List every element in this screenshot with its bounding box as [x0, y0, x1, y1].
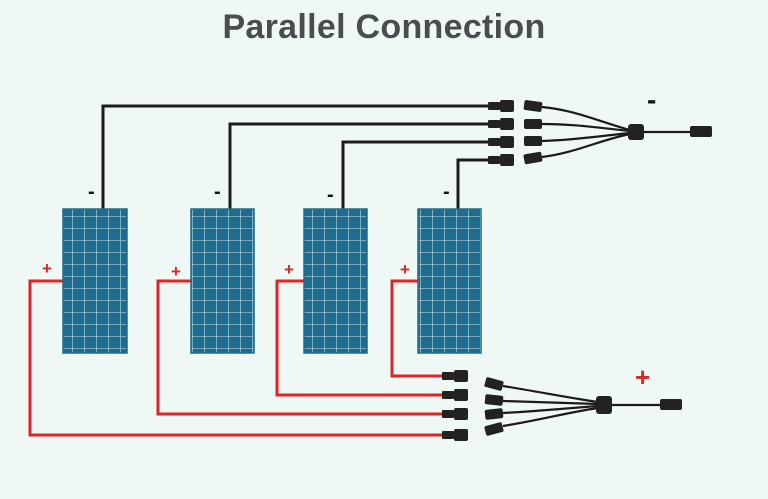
solar-panel-3 — [303, 208, 368, 354]
negative-wire-panel-3 — [341, 140, 492, 209]
positive-branch-ends — [484, 377, 504, 436]
negative-wires — [101, 104, 492, 209]
panel-3-minus-label: - — [327, 184, 334, 206]
negative-wire-panel-2 — [228, 122, 492, 209]
positive-wires — [28, 279, 446, 437]
negative-output-plug — [690, 126, 712, 137]
panel-2-plus-label: + — [171, 262, 181, 281]
positive-junction-hub — [596, 396, 612, 414]
positive-wire-panel-4 — [390, 279, 446, 378]
positive-inline-plugs — [442, 370, 468, 441]
panel-4-plus-label: + — [400, 260, 410, 279]
panel-4-minus-label: - — [443, 181, 450, 203]
positive-wire-panel-3 — [275, 279, 446, 397]
negative-wire-panel-1 — [101, 104, 492, 209]
positive-wire-panel-1 — [28, 279, 446, 437]
positive-branch-label: + — [635, 362, 650, 392]
page-title: Parallel Connection — [222, 8, 546, 46]
negative-branch-connector: - — [488, 84, 712, 166]
solar-panels — [62, 208, 482, 354]
negative-wire-panel-4 — [456, 158, 492, 209]
solar-panel-4 — [417, 208, 482, 354]
positive-wire-panel-2 — [156, 279, 446, 416]
positive-output-plug — [660, 399, 682, 410]
negative-branch-label: - — [647, 84, 656, 115]
negative-junction-hub — [628, 124, 644, 140]
panel-labels: - - - - + + + + — [42, 181, 450, 281]
panel-3-plus-label: + — [284, 260, 294, 279]
negative-branch-ends — [523, 100, 543, 165]
positive-branch-connector: + — [442, 362, 682, 441]
solar-panel-2 — [190, 208, 255, 354]
negative-inline-plugs — [488, 100, 514, 166]
panel-1-minus-label: - — [88, 181, 95, 203]
solar-panel-1 — [62, 208, 128, 354]
panel-1-plus-label: + — [42, 259, 52, 278]
panel-2-minus-label: - — [214, 181, 221, 203]
